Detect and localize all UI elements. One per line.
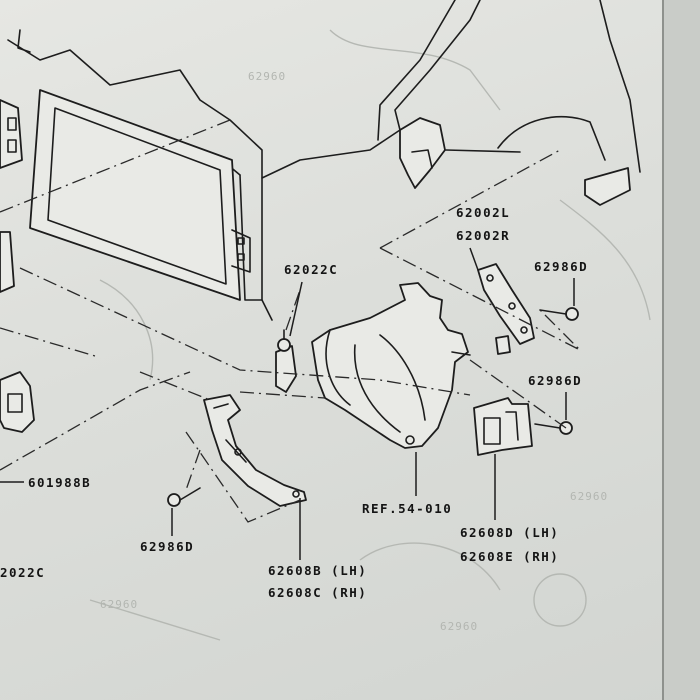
lamp-housing bbox=[311, 282, 471, 449]
callout-601988b: 601988B bbox=[28, 475, 92, 490]
bleed-through-text: 62960 bbox=[100, 598, 139, 611]
callout-62986d-mid: 62986D bbox=[528, 373, 583, 388]
lamp-stay-62608d bbox=[473, 397, 533, 456]
page-edge bbox=[662, 0, 700, 700]
left-side-bracket bbox=[0, 371, 35, 433]
bracket-62022c bbox=[275, 329, 297, 393]
bleed-through-text: 62960 bbox=[570, 490, 609, 503]
bleed-through-text: 62960 bbox=[440, 620, 479, 633]
callout-62608c: 62608C (RH) bbox=[268, 585, 368, 600]
callout-62986d-top: 62986D bbox=[534, 259, 589, 274]
mounting-bracket-62002 bbox=[477, 263, 535, 355]
callout-62608e: 62608E (RH) bbox=[460, 549, 560, 564]
callout-ref-54-010: REF.54-010 bbox=[362, 501, 453, 516]
explode-lines bbox=[0, 119, 581, 523]
callout-62608d: 62608D (LH) bbox=[460, 525, 560, 540]
callout-62022c-left: 2022C bbox=[0, 565, 46, 580]
callout-62608b: 62608B (LH) bbox=[268, 563, 368, 578]
upper-bracket bbox=[399, 0, 641, 206]
lamp-stay-62608b bbox=[203, 394, 307, 507]
radiator-support-frame bbox=[0, 0, 481, 321]
leader-lines bbox=[0, 247, 575, 560]
callout-62002l: 62002L bbox=[456, 205, 511, 220]
bleed-through-text: 62960 bbox=[248, 70, 287, 83]
bleed-through-shapes bbox=[89, 29, 651, 641]
callout-62022c: 62022C bbox=[284, 262, 339, 277]
callout-62986d-left: 62986D bbox=[140, 539, 195, 554]
callout-62002r: 62002R bbox=[456, 228, 511, 243]
